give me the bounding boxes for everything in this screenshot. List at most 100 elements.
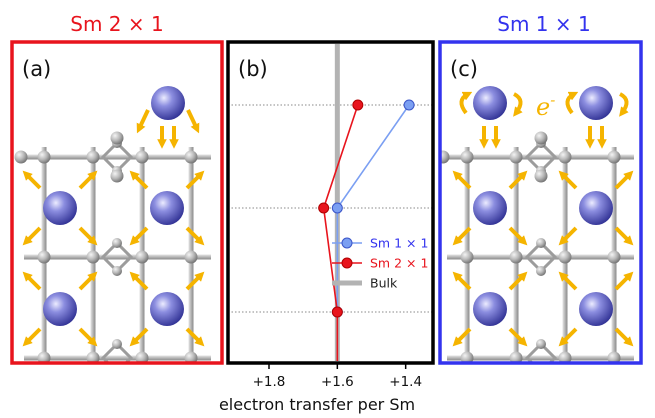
legend-label: Sm 2 × 1 xyxy=(370,256,428,271)
arrow xyxy=(78,170,98,190)
sm-atom xyxy=(150,191,184,225)
arrow xyxy=(508,327,528,347)
sm-atom xyxy=(473,86,507,120)
arrow xyxy=(614,327,634,347)
panel-b-frame xyxy=(226,40,435,365)
data-point xyxy=(318,202,330,214)
substrate-atom xyxy=(440,150,450,164)
arrow xyxy=(136,109,150,134)
bond xyxy=(24,355,211,361)
arrow xyxy=(129,226,149,246)
electron-arrow xyxy=(565,91,579,115)
substrate-atom xyxy=(536,339,546,349)
substrate-atom xyxy=(460,250,474,264)
arrow xyxy=(185,271,205,291)
substrate-atom xyxy=(86,351,100,363)
arrow xyxy=(614,226,634,246)
arrow xyxy=(78,226,98,246)
bond xyxy=(447,254,634,260)
substrate-atom xyxy=(37,250,51,264)
arrow xyxy=(22,327,42,347)
electron-arrow xyxy=(618,92,629,117)
x-tick-label: +1.8 xyxy=(253,374,286,390)
panel-c-frame xyxy=(438,40,643,365)
sm-atom xyxy=(579,292,613,326)
arrow xyxy=(614,170,634,190)
substrate-atom xyxy=(460,351,474,363)
substrate-atom xyxy=(112,266,122,276)
bond xyxy=(447,355,634,361)
arrow xyxy=(185,226,205,246)
bond xyxy=(24,254,211,260)
substrate-atom xyxy=(558,351,572,363)
arrow xyxy=(508,226,528,246)
substrate-atom xyxy=(86,250,100,264)
arrow xyxy=(129,170,149,190)
sm-atom xyxy=(579,86,613,120)
substrate-atom xyxy=(607,150,621,164)
substrate-atom xyxy=(112,339,122,349)
x-axis-title: electron transfer per Sm xyxy=(219,395,415,414)
bond xyxy=(447,154,634,160)
arrow xyxy=(78,327,98,347)
arrow xyxy=(508,170,528,190)
substrate-atom xyxy=(509,351,523,363)
substrate-atom xyxy=(37,150,51,164)
arrow xyxy=(22,271,42,291)
substrate-atom xyxy=(460,150,474,164)
panel-a-frame xyxy=(10,40,224,365)
sm-atom xyxy=(150,292,184,326)
substrate-atom xyxy=(14,150,28,164)
bond xyxy=(100,341,134,363)
sm-atom xyxy=(43,292,77,326)
substrate-atom xyxy=(110,169,124,183)
data-point xyxy=(403,99,415,111)
substrate-atom xyxy=(184,351,198,363)
arrow xyxy=(185,170,205,190)
arrow xyxy=(452,271,472,291)
substrate-atom xyxy=(534,131,548,145)
sm-atom xyxy=(579,191,613,225)
substrate-atom xyxy=(607,351,621,363)
substrate-atom xyxy=(135,250,149,264)
substrate-atom xyxy=(536,238,546,248)
arrow xyxy=(452,327,472,347)
data-point xyxy=(331,202,343,214)
arrow xyxy=(22,170,42,190)
arrow xyxy=(558,271,578,291)
legend-label: Bulk xyxy=(370,276,398,291)
substrate-atom xyxy=(135,150,149,164)
substrate-atom xyxy=(112,238,122,248)
substrate-atom xyxy=(135,351,149,363)
substrate-atom xyxy=(509,250,523,264)
substrate-atom xyxy=(184,150,198,164)
arrow xyxy=(614,271,634,291)
panel-c xyxy=(440,86,634,363)
substrate-atom xyxy=(184,250,198,264)
sm-atom xyxy=(473,191,507,225)
arrow xyxy=(185,327,205,347)
sm-atom xyxy=(151,86,185,120)
bond xyxy=(100,140,134,174)
arrow xyxy=(508,271,528,291)
series-line xyxy=(322,104,359,361)
sm-atom xyxy=(473,292,507,326)
panel-b-label: (b) xyxy=(238,57,268,81)
substrate-atom xyxy=(37,351,51,363)
substrate-atom xyxy=(607,250,621,264)
arrow xyxy=(129,327,149,347)
panel-c-title: Sm 1 × 1 xyxy=(497,12,590,36)
panel-a-label: (a) xyxy=(22,57,51,81)
substrate-atom xyxy=(534,169,548,183)
substrate-atom xyxy=(536,266,546,276)
arrow xyxy=(558,226,578,246)
panel-c-label: (c) xyxy=(450,57,478,81)
legend-label: Sm 1 × 1 xyxy=(370,236,428,251)
arrow xyxy=(452,226,472,246)
arrow xyxy=(452,170,472,190)
arrow xyxy=(78,271,98,291)
substrate-atom xyxy=(558,250,572,264)
x-tick-label: +1.4 xyxy=(389,374,422,390)
panel-a xyxy=(14,86,211,363)
